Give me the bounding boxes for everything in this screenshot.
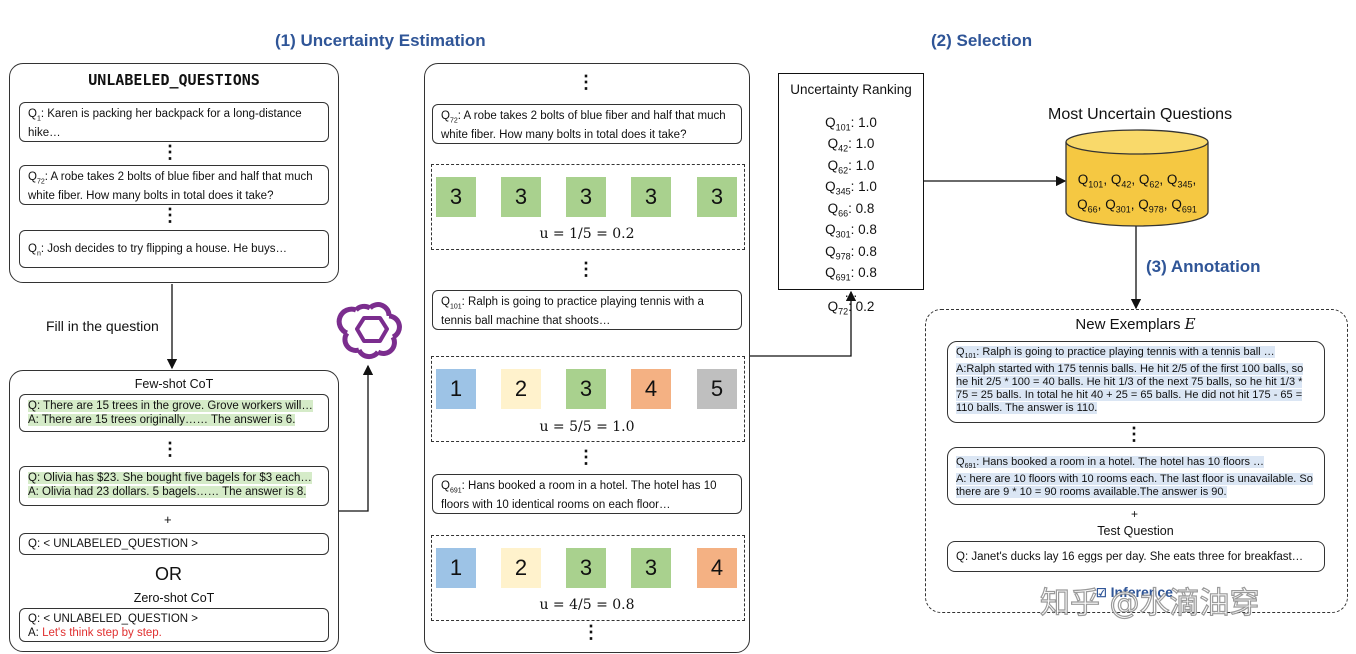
- zero-shot-example: Q: < UNLABELED_QUESTION > A: Let's think…: [19, 608, 329, 642]
- exemplar-101-answer: A:Ralph started with 175 tennis balls. H…: [956, 363, 1304, 415]
- unlabeled-question-72: Q72: A robe takes 2 bolts of blue fiber …: [19, 165, 329, 205]
- answer-691-2: 2: [501, 548, 541, 588]
- answer-101-3: 3: [566, 369, 606, 409]
- plus-sign: +: [164, 512, 172, 527]
- ranking-item: Q691: 0.8: [825, 265, 877, 284]
- unlabeled-question-slot: Q: < UNLABELED_QUESTION >: [19, 533, 329, 555]
- ranking-item: Q101: 1.0: [825, 115, 877, 133]
- answer-72-4: 3: [631, 177, 671, 217]
- ranking-ellipsis: …: [844, 284, 858, 300]
- example-2-answer: A: Olivia had 23 dollars. 5 bagels…… The…: [28, 486, 307, 498]
- uncertainty-ranking-box: [778, 73, 924, 290]
- unlabeled-question-1: Q1: Karen is packing her backpack for a …: [19, 102, 329, 142]
- answer-691-5: 4: [697, 548, 737, 588]
- ranking-item: Q978: 0.8: [825, 243, 877, 262]
- answer-691-1: 1: [436, 548, 476, 588]
- answer-101-5: 5: [697, 369, 737, 409]
- few-shot-example-1: Q: There are 15 trees in the grove. Grov…: [19, 394, 329, 432]
- vertical-ellipsis-icon: ⋮: [161, 439, 179, 459]
- openai-logo-icon: [336, 296, 404, 362]
- vertical-ellipsis-icon: ⋮: [1125, 424, 1143, 444]
- estimation-question-72: Q72: A robe takes 2 bolts of blue fiber …: [432, 104, 742, 144]
- estimation-question-691: Q691: Hans booked a room in a hotel. The…: [432, 474, 742, 514]
- ranking-item: Q42: 1.0: [827, 136, 875, 155]
- vertical-ellipsis-icon: ⋮: [577, 447, 595, 467]
- answer-101-1: 1: [436, 369, 476, 409]
- example-1-question: Q: There are 15 trees in the grove. Grov…: [28, 400, 313, 412]
- ranking-list: Q101: 1.0 Q42: 1.0 Q62: 1.0 Q345: 1.0 Q6…: [778, 115, 924, 320]
- answers-group-72: [431, 164, 745, 250]
- ranking-item: Q66: 0.8: [827, 200, 875, 219]
- most-uncertain-title: Most Uncertain Questions: [1048, 106, 1233, 123]
- vertical-ellipsis-icon: ⋮: [161, 205, 179, 225]
- stage-title-annotation: (3) Annotation: [1146, 257, 1261, 276]
- example-1-answer: A: There are 15 trees originally…… The a…: [28, 414, 296, 426]
- or-label: OR: [155, 564, 182, 584]
- ranking-item: Q345: 1.0: [825, 179, 877, 198]
- answer-72-1: 3: [436, 177, 476, 217]
- answer-101-4: 4: [631, 369, 671, 409]
- few-shot-example-2: Q: Olivia has $23. She bought five bagel…: [19, 466, 329, 506]
- example-2-question: Q: Olivia has $23. She bought five bagel…: [28, 472, 312, 484]
- test-question-label: Test Question: [1097, 524, 1174, 538]
- zero-shot-trigger: Let's think step by step.: [42, 627, 162, 639]
- check-icon: ☑: [1096, 586, 1107, 600]
- uncertainty-72: u = 1/5 = 0.2: [539, 226, 635, 242]
- ranking-item: Q62: 1.0: [827, 157, 875, 176]
- zero-shot-title: Zero-shot CoT: [133, 591, 215, 605]
- plus-sign: +: [1131, 507, 1139, 521]
- fill-in-label: Fill in the question: [46, 318, 159, 334]
- answer-72-2: 3: [501, 177, 541, 217]
- answer-691-4: 3: [631, 548, 671, 588]
- unlabeled-question-n: Qn: Josh decides to try flipping a house…: [19, 230, 329, 268]
- exemplars-panel: [925, 309, 1348, 613]
- few-shot-title: Few-shot CoT: [134, 377, 214, 391]
- answer-72-3: 3: [566, 177, 606, 217]
- vertical-ellipsis-icon: ⋮: [577, 259, 595, 279]
- exemplar-691-answer: A: here are 10 floors with 10 rooms each…: [956, 473, 1313, 499]
- answer-72-5: 3: [697, 177, 737, 217]
- inference-label: ☑ Inference: [1096, 584, 1173, 600]
- vertical-ellipsis-icon: ⋮: [582, 622, 600, 642]
- watermark: 知乎 @水滴油穿: [1039, 585, 1260, 621]
- vertical-ellipsis-icon: ⋮: [577, 72, 595, 92]
- answer-691-3: 3: [566, 548, 606, 588]
- database-cylinder-icon: [1065, 129, 1209, 227]
- ranking-item: Q301: 0.8: [825, 222, 877, 241]
- answers-group-691: [431, 535, 745, 621]
- vertical-ellipsis-icon: ⋮: [161, 142, 179, 162]
- unlabeled-questions-title: UNLABELED_QUESTIONS: [88, 71, 260, 89]
- exemplar-691: Q691: Hans booked a room in a hotel. The…: [947, 447, 1325, 505]
- uncertainty-691: u = 4/5 = 0.8: [539, 597, 635, 613]
- uncertainty-101: u = 5/5 = 1.0: [539, 419, 635, 435]
- test-question-box: Q: Janet's ducks lay 16 eggs per day. Sh…: [947, 541, 1325, 572]
- stage-title-uncertainty: (1) Uncertainty Estimation: [275, 31, 486, 50]
- most-uncertain-list: Q101, Q42, Q62, Q345, Q66, Q301, Q978, Q…: [1077, 172, 1197, 215]
- exemplar-101: Q101: Ralph is going to practice playing…: [947, 341, 1325, 423]
- answers-group-101: [431, 356, 745, 442]
- exemplars-title: New Exemplars E: [1075, 315, 1196, 333]
- estimation-question-101: Q101: Ralph is going to practice playing…: [432, 290, 742, 330]
- answer-101-2: 2: [501, 369, 541, 409]
- ranking-item: Q72: 0.2: [827, 298, 875, 317]
- ranking-title: Uncertainty Ranking: [790, 82, 912, 97]
- stage-title-selection: (2) Selection: [931, 31, 1033, 50]
